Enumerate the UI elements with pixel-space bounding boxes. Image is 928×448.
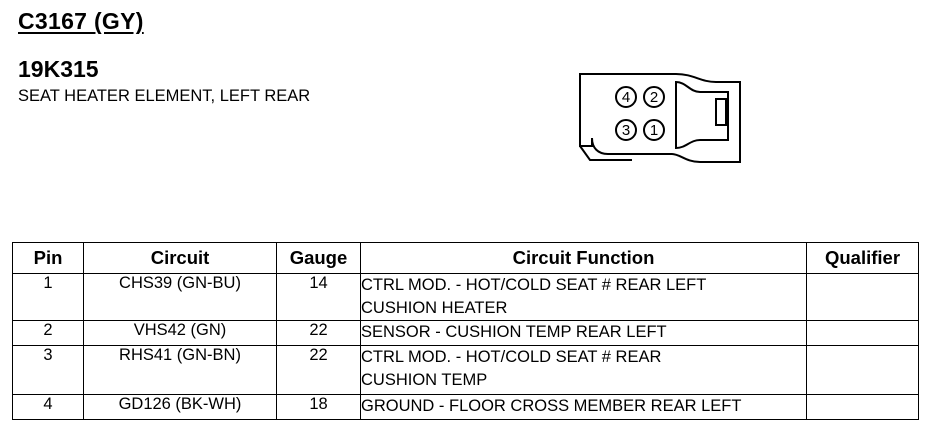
header-gauge: Gauge <box>276 242 361 274</box>
cell-gauge: 22 <box>276 320 361 346</box>
function-line: CTRL MOD. - HOT/COLD SEAT # REAR LEFT <box>361 276 707 294</box>
table-row: 4 GD126 (BK-WH) 18 GROUND - FLOOR CROSS … <box>12 394 919 420</box>
header-circuit: Circuit <box>83 242 277 274</box>
table-row: 2 VHS42 (GN) 22 SENSOR - CUSHION TEMP RE… <box>12 320 919 346</box>
function-line: CUSHION HEATER <box>361 299 508 317</box>
connector-face-diagram: 4 2 3 1 <box>579 73 741 163</box>
header-function: Circuit Function <box>360 242 807 274</box>
header-pin: Pin <box>12 242 84 274</box>
cell-qualifier <box>806 320 919 346</box>
pin-circle-2 <box>643 86 665 108</box>
connector-tab <box>675 80 729 150</box>
pin-label-2: 2 <box>650 89 658 106</box>
cell-function: GROUND - FLOOR CROSS MEMBER REAR LEFT <box>360 394 807 420</box>
connector-id: C3167 (GY) <box>18 8 144 34</box>
function-line: GROUND - FLOOR CROSS MEMBER REAR LEFT <box>361 397 742 415</box>
pin-circle-1 <box>643 119 665 141</box>
connector-housing <box>579 73 741 163</box>
cell-qualifier <box>806 345 919 395</box>
table-row: 3 RHS41 (GN-BN) 22 CTRL MOD. - HOT/COLD … <box>12 345 919 395</box>
cell-pin: 1 <box>12 273 84 321</box>
cell-qualifier <box>806 394 919 420</box>
function-line: CUSHION TEMP <box>361 371 488 389</box>
cell-function: CTRL MOD. - HOT/COLD SEAT # REAR LEFT CUS… <box>360 273 807 321</box>
pin-label-4: 4 <box>622 89 630 106</box>
cell-gauge: 14 <box>276 273 361 321</box>
function-line: SENSOR - CUSHION TEMP REAR LEFT <box>361 323 667 341</box>
cell-qualifier <box>806 273 919 321</box>
cell-circuit: RHS41 (GN-BN) <box>83 345 277 395</box>
cell-function: CTRL MOD. - HOT/COLD SEAT # REAR CUSHION … <box>360 345 807 395</box>
connector-description: SEAT HEATER ELEMENT, LEFT REAR <box>18 87 311 105</box>
header-row: Pin Circuit Gauge Circuit Function Quali… <box>12 242 919 274</box>
cell-pin: 3 <box>12 345 84 395</box>
cell-function: SENSOR - CUSHION TEMP REAR LEFT <box>360 320 807 346</box>
pin-circle-4 <box>615 86 637 108</box>
pin-table: Pin Circuit Gauge Circuit Function Quali… <box>12 242 919 420</box>
cell-pin: 2 <box>12 320 84 346</box>
connector-key <box>579 145 632 161</box>
function-line: CTRL MOD. - HOT/COLD SEAT # REAR <box>361 348 662 366</box>
pin-circle-3 <box>615 119 637 141</box>
pin-label-3: 3 <box>622 122 630 139</box>
connector-latch <box>715 98 727 126</box>
cell-circuit: GD126 (BK-WH) <box>83 394 277 420</box>
cell-circuit: VHS42 (GN) <box>83 320 277 346</box>
header-qualifier: Qualifier <box>806 242 919 274</box>
cell-gauge: 18 <box>276 394 361 420</box>
cell-gauge: 22 <box>276 345 361 395</box>
cell-pin: 4 <box>12 394 84 420</box>
cell-circuit: CHS39 (GN-BU) <box>83 273 277 321</box>
part-number: 19K315 <box>18 56 99 82</box>
table-row: 1 CHS39 (GN-BU) 14 CTRL MOD. - HOT/COLD … <box>12 273 919 321</box>
pin-label-1: 1 <box>650 122 658 139</box>
